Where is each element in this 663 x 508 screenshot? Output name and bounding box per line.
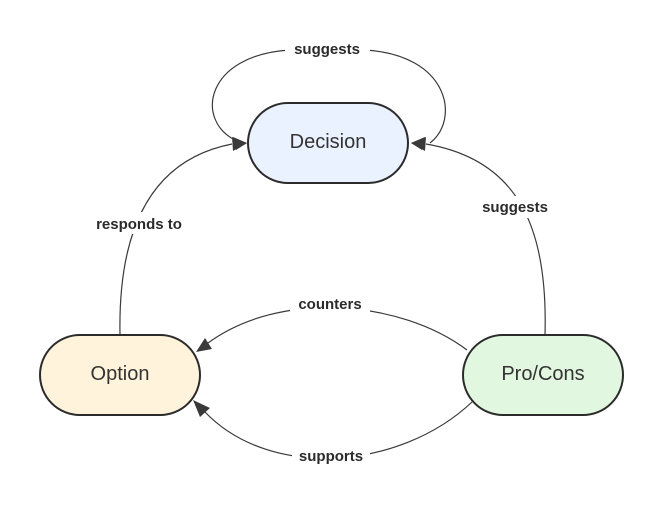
edge-procons-to-decision[interactable]: suggests xyxy=(411,137,558,336)
edge-label-background xyxy=(290,293,370,315)
node-option-label: Option xyxy=(91,363,150,385)
edge-label-responds-to: responds to xyxy=(96,216,182,233)
arrowhead-icon xyxy=(232,137,247,151)
node-option[interactable]: Option xyxy=(39,334,201,416)
edge-label-supports: supports xyxy=(299,448,363,465)
edge-procons-counters-option[interactable]: counters xyxy=(196,293,468,352)
node-procons[interactable]: Pro/Cons xyxy=(462,334,624,416)
edge-decision-self-loop[interactable]: suggests xyxy=(211,38,446,150)
arrowhead-icon xyxy=(193,400,210,417)
node-decision[interactable]: Decision xyxy=(247,102,409,184)
arrowhead-icon xyxy=(411,137,426,151)
node-decision-shape xyxy=(247,102,409,184)
arrowhead-icon xyxy=(196,338,212,352)
edge-line xyxy=(119,143,233,336)
edge-option-to-decision[interactable]: responds to xyxy=(83,137,247,336)
edge-line xyxy=(211,49,446,144)
node-decision-label: Decision xyxy=(290,131,367,153)
edge-procons-supports-option[interactable]: supports xyxy=(193,400,473,467)
edge-label-background xyxy=(83,212,195,234)
node-option-shape xyxy=(39,334,201,416)
edge-label-background xyxy=(292,445,370,467)
edge-line xyxy=(425,143,546,336)
edge-label-counters: counters xyxy=(298,296,361,313)
node-procons-label: Pro/Cons xyxy=(501,363,584,385)
node-procons-shape xyxy=(462,334,624,416)
edge-label-procons-suggests: suggests xyxy=(482,199,548,216)
edge-label-background xyxy=(472,196,558,218)
edge-label-background xyxy=(285,38,370,60)
edge-label-decision-suggests: suggests xyxy=(294,41,360,58)
